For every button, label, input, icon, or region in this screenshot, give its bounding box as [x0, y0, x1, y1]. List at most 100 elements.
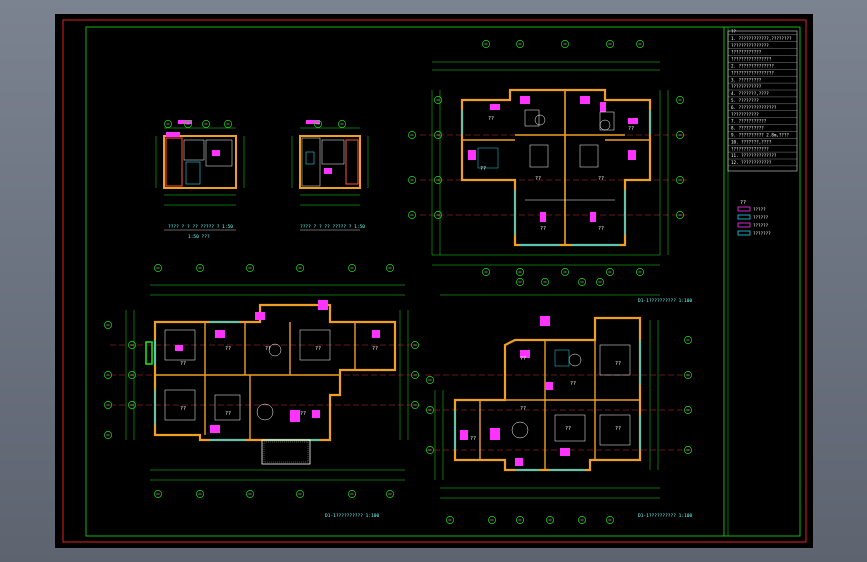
- room-label: ??: [615, 361, 621, 367]
- note-line: 5. ????????: [731, 98, 759, 103]
- axis-bubble: [516, 40, 524, 48]
- axis-bubble: [386, 490, 394, 498]
- axis-bubble: [411, 341, 419, 349]
- axis-bubble: [246, 264, 254, 272]
- room-label: ??: [470, 436, 476, 442]
- axis-bubble: [434, 176, 442, 184]
- axis-bubble: [296, 264, 304, 272]
- room-label: ??: [540, 226, 546, 232]
- axis-bubble: [541, 278, 549, 286]
- axis-bubble: [348, 264, 356, 272]
- axis-bubble: [104, 371, 112, 379]
- axis-bubble: [561, 268, 569, 276]
- plan-caption-top-right: D1-1?????????? 1:100: [638, 298, 692, 304]
- axis-bubble: [516, 268, 524, 276]
- note-line: 3. ?????????: [731, 77, 762, 82]
- room-label: ??: [520, 406, 526, 412]
- room-label: ??: [488, 116, 494, 122]
- note-line: ?????????????????: [731, 70, 774, 75]
- title-block: ?? 1. ????????????,??????????????????????…: [727, 29, 798, 236]
- axis-bubbles: [104, 40, 692, 524]
- axis-bubble: [426, 376, 434, 384]
- room-label: ??: [372, 346, 378, 352]
- axis-bubble: [606, 268, 614, 276]
- plan-small-mid[interactable]: ???? ? ? ?? ????? ? 1:50: [291, 120, 369, 231]
- axis-bubble: [636, 268, 644, 276]
- note-line: ????????????????: [731, 57, 772, 62]
- drawing-canvas[interactable]: [55, 14, 813, 548]
- room-label: ??: [615, 426, 621, 432]
- room-label: ??: [265, 346, 271, 352]
- axis-bubble: [224, 120, 232, 128]
- room-label: ??: [535, 176, 541, 182]
- plan-top-right[interactable]: D1-1?????????? 1:100: [420, 61, 692, 304]
- axis-bubble: [434, 131, 442, 139]
- axis-bubble: [446, 516, 454, 524]
- axis-bubble: [636, 40, 644, 48]
- note-line: 7. ???????????: [731, 119, 767, 124]
- note-line: ????????????: [731, 84, 762, 89]
- note-line: ????????????: [731, 50, 762, 55]
- plan-caption-bottom-right: D1-1?????????? 1:100: [638, 513, 692, 519]
- axis-bubble: [386, 264, 394, 272]
- axis-bubble: [202, 120, 210, 128]
- plan-caption-small-left: ???? ? ? ?? ????? ? 1:50: [168, 224, 233, 230]
- plan-bottom-left[interactable]: D1-1?????????? 1:100: [110, 284, 420, 519]
- note-line: 6. ???????????????: [731, 105, 777, 110]
- axis-bubble: [482, 268, 490, 276]
- room-label: ??: [628, 126, 634, 132]
- axis-bubble: [516, 516, 524, 524]
- room-label: ??: [315, 346, 321, 352]
- axis-bubble: [104, 401, 112, 409]
- room-label: ??: [565, 426, 571, 432]
- axis-bubble: [128, 341, 136, 349]
- axis-bubble: [684, 406, 692, 414]
- note-line: 2. ??????????????: [731, 64, 774, 69]
- axis-bubble: [184, 120, 192, 128]
- room-label: ??: [225, 411, 231, 417]
- axis-bubble: [338, 120, 346, 128]
- axis-bubble: [546, 516, 554, 524]
- axis-bubble: [426, 446, 434, 454]
- axis-bubble: [434, 211, 442, 219]
- legend-label: ??????: [753, 215, 769, 220]
- axis-bubble: [676, 176, 684, 184]
- note-line: ???????????: [731, 112, 759, 117]
- axis-bubble: [246, 490, 254, 498]
- axis-bubble: [684, 336, 692, 344]
- axis-bubble: [164, 120, 172, 128]
- axis-bubble: [411, 401, 419, 409]
- axis-bubble: [606, 516, 614, 524]
- axis-bubble: [482, 40, 490, 48]
- note-line: ??: [731, 29, 737, 34]
- plan-caption-small-mid: ???? ? ? ?? ????? ? 1:50: [300, 224, 365, 230]
- room-label: ??: [225, 346, 231, 352]
- axis-bubble: [578, 278, 586, 286]
- axis-bubble: [434, 96, 442, 104]
- axis-bubble: [196, 490, 204, 498]
- note-line: 10. ???????,????: [731, 139, 772, 144]
- room-label: ??: [180, 406, 186, 412]
- room-label: ??: [480, 166, 486, 172]
- note-line: ???????????????: [731, 146, 769, 151]
- axis-bubble: [408, 211, 416, 219]
- axis-bubble: [488, 516, 496, 524]
- plan-bottom-right[interactable]: D1-1?????????? 1:100: [425, 294, 692, 519]
- axis-bubble: [348, 490, 356, 498]
- note-line: 1. ????????????,????????: [731, 36, 792, 41]
- room-label: ??: [300, 411, 306, 417]
- room-label: ??: [598, 226, 604, 232]
- note-line: 9. ?????????? 2.8m,????: [731, 133, 789, 138]
- axis-bubble: [104, 431, 112, 439]
- note-line: ???????????????: [731, 43, 769, 48]
- legend-label: ???????: [753, 231, 771, 236]
- room-label: ??: [180, 361, 186, 367]
- legend-title: ??: [740, 200, 746, 206]
- axis-bubble: [684, 371, 692, 379]
- axis-bubble: [561, 40, 569, 48]
- axis-bubble: [128, 371, 136, 379]
- axis-bubble: [596, 278, 604, 286]
- outer-frame: [62, 19, 807, 543]
